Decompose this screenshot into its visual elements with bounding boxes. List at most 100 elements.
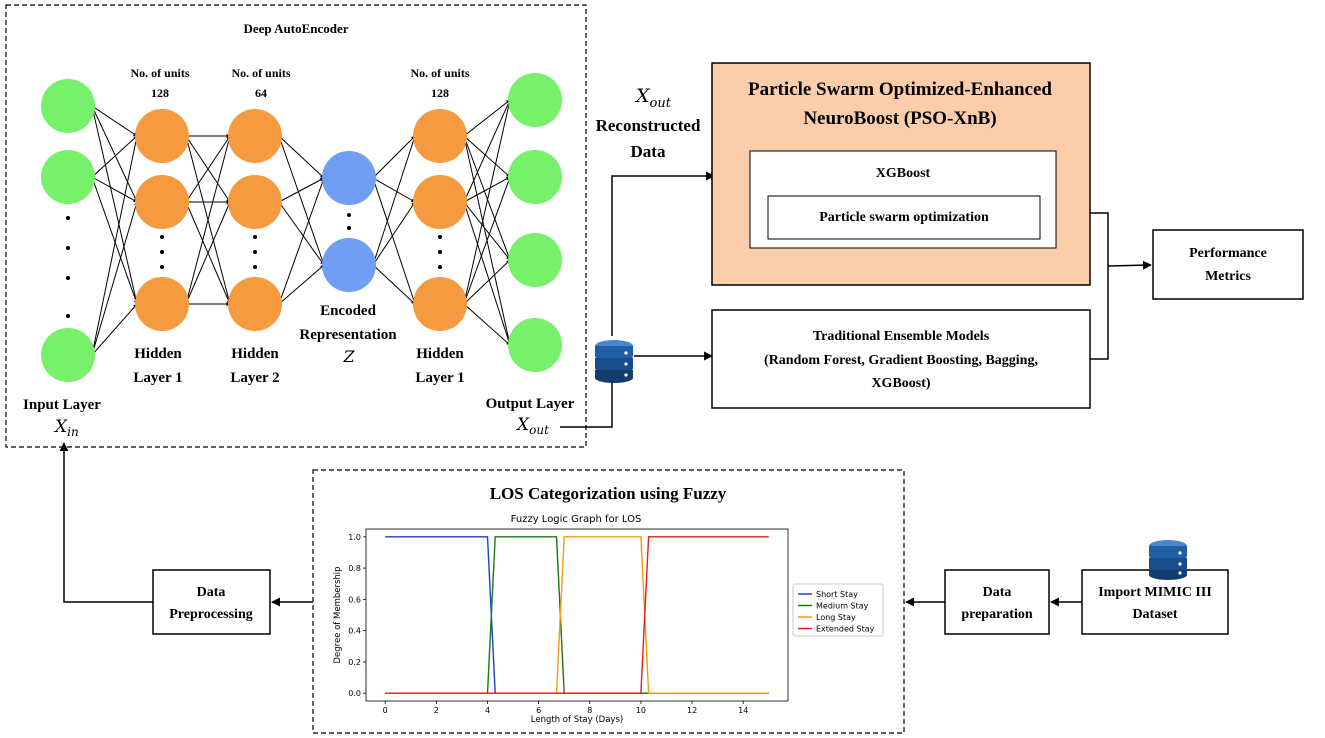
output-node	[508, 73, 562, 127]
network-edge	[91, 303, 138, 356]
network-edge	[463, 201, 511, 346]
network-edge	[278, 177, 325, 203]
preprocessing-box	[152, 569, 271, 635]
chart-plot-area	[365, 528, 789, 702]
encoded-node	[322, 238, 376, 292]
pso-title: Particle Swarm Optimized-Enhanced	[748, 79, 1052, 100]
encoded-label-2: Representation	[299, 327, 397, 343]
pso-to-metrics-line	[1090, 212, 1109, 360]
output-node	[508, 233, 562, 287]
x-tick-label: 12	[687, 706, 697, 715]
hidden-layer-3-label: Hidden	[416, 346, 464, 362]
network-edge	[278, 135, 325, 179]
autoencoder-title: Deep AutoEncoder	[243, 21, 348, 36]
units-value-1: 128	[151, 86, 169, 100]
network-edge	[91, 176, 138, 305]
network-edge	[91, 105, 138, 203]
metrics-label-2: Metrics	[1205, 269, 1251, 284]
output-node	[508, 318, 562, 372]
input-node	[41, 150, 95, 204]
hidden-layer-1-label-2: Layer 1	[133, 370, 182, 386]
network-edge	[91, 135, 138, 178]
legend-entry: Extended Stay	[816, 625, 875, 634]
network-edge	[463, 176, 511, 305]
units-label-2: No. of units	[231, 66, 290, 80]
legend-entry: Long Stay	[816, 613, 856, 622]
reconstructed-label: Reconstructed	[596, 116, 701, 135]
x-tick-label: 2	[434, 706, 439, 715]
network-edge	[372, 264, 416, 305]
database-icon	[1149, 540, 1187, 580]
input-layer-label: Input Layer	[23, 397, 101, 413]
network-nodes	[41, 73, 562, 382]
series-line-short-stay	[385, 536, 769, 694]
output-layer-variable: Xout	[515, 415, 549, 437]
reconstructed-variable: Xout	[634, 85, 672, 111]
network-edge	[278, 201, 325, 266]
hidden-layer-3-label-2: Layer 1	[415, 370, 464, 386]
ensemble-box	[711, 309, 1091, 409]
units-value-2: 64	[255, 86, 267, 100]
hidden-3-node	[413, 277, 467, 331]
hidden-1-node	[135, 277, 189, 331]
hidden-2-node	[228, 109, 282, 163]
units-label-1: No. of units	[130, 66, 189, 80]
chart-legend-box	[792, 583, 884, 637]
network-edge	[91, 105, 138, 137]
xout-connector	[560, 378, 613, 428]
network-edge	[278, 135, 325, 266]
series-line-medium-stay	[385, 536, 769, 694]
network-edge	[372, 135, 416, 179]
hidden-2-node	[228, 175, 282, 229]
network-edge	[463, 135, 511, 261]
pso-inner-box	[767, 195, 1041, 240]
import-box	[1081, 569, 1229, 635]
network-connections	[91, 99, 512, 356]
x-tick-label: 0	[383, 706, 388, 715]
hidden-layer-2-label-2: Layer 2	[230, 370, 279, 386]
network-edge	[463, 303, 511, 346]
metrics-arrow	[1107, 260, 1152, 270]
x-tick-label: 10	[636, 706, 646, 715]
hidden-2-node	[228, 277, 282, 331]
network-edge	[372, 135, 416, 266]
network-edge	[91, 105, 139, 305]
autoencoder-frame	[5, 4, 587, 448]
units-label-3: No. of units	[410, 66, 469, 80]
input-layer-variable: Xin	[53, 417, 79, 439]
preprocessing-label-2: Preprocessing	[169, 607, 252, 622]
network-edge	[185, 201, 231, 305]
network-edge	[463, 135, 511, 178]
y-tick-label: 0.0	[348, 689, 361, 698]
network-edge	[463, 201, 511, 261]
y-tick-label: 0.4	[348, 627, 361, 636]
network-edge	[463, 99, 512, 305]
y-tick-label: 0.6	[348, 595, 361, 604]
x-tick-label: 6	[536, 706, 541, 715]
pso-inner-label: Particle swarm optimization	[819, 210, 989, 225]
preparation-box	[944, 569, 1050, 635]
x-tick-label: 14	[738, 706, 748, 715]
pso-title-2: NeuroBoost (PSO-XnB)	[803, 108, 996, 129]
network-edge	[372, 201, 416, 266]
hidden-3-node	[413, 175, 467, 229]
output-layer-label: Output Layer	[486, 396, 575, 412]
network-edge	[278, 177, 325, 305]
encoded-variable: Z	[342, 347, 355, 366]
input-node	[41, 79, 95, 133]
y-tick-label: 0.8	[348, 564, 361, 573]
network-edge	[91, 176, 138, 203]
network-edge	[278, 264, 325, 305]
series-line-long-stay	[385, 536, 769, 694]
input-node	[41, 328, 95, 382]
hidden-layer-2-label: Hidden	[231, 346, 279, 362]
network-edge	[185, 135, 232, 305]
database-icon	[595, 340, 633, 383]
y-tick-label: 1.0	[348, 533, 361, 542]
ensemble-title: Traditional Ensemble Models	[813, 329, 990, 344]
output-node	[508, 150, 562, 204]
import-label-2: Dataset	[1132, 607, 1177, 622]
ellipsis-dots	[66, 213, 442, 318]
